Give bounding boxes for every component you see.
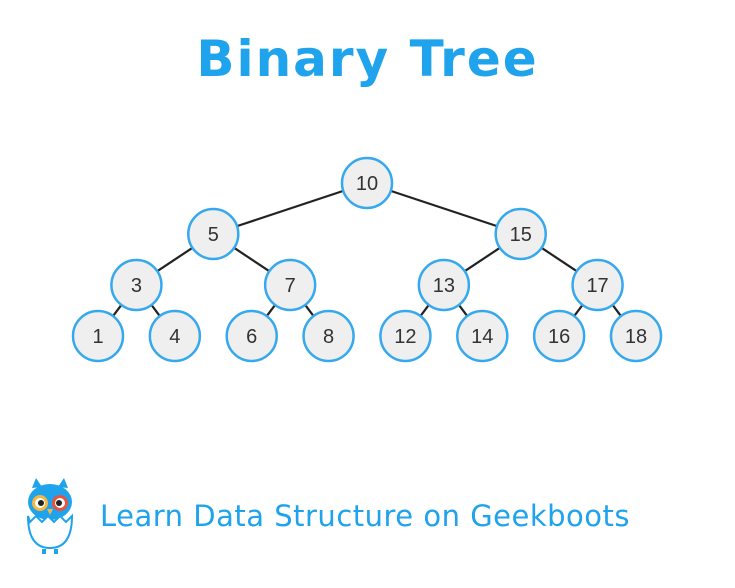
tree-node-label: 12 bbox=[394, 326, 416, 348]
tree-node-1: 1 bbox=[71, 309, 125, 363]
tree-edge-5-7 bbox=[233, 246, 270, 273]
tree-edge-15-13 bbox=[464, 246, 501, 273]
tree-node-label: 3 bbox=[131, 275, 142, 297]
tree-node-13: 13 bbox=[417, 258, 471, 312]
tree-edge-17-18 bbox=[611, 304, 622, 317]
tree-node-16: 16 bbox=[532, 309, 586, 363]
tree-edges bbox=[112, 189, 622, 317]
tree-node-5: 5 bbox=[187, 207, 240, 261]
tree-edge-7-6 bbox=[265, 304, 276, 317]
tree-node-label: 15 bbox=[510, 224, 532, 246]
tree-edge-13-14 bbox=[458, 304, 469, 317]
tree-edge-7-8 bbox=[304, 304, 315, 317]
tree-node-circle bbox=[187, 207, 240, 261]
tree-node-10: 10 bbox=[340, 156, 394, 210]
tree-node-label: 7 bbox=[285, 275, 296, 297]
tree-node-circle bbox=[225, 309, 278, 363]
tree-node-label: 5 bbox=[208, 224, 219, 246]
tree-node-12: 12 bbox=[379, 309, 432, 363]
tree-edge-5-3 bbox=[156, 246, 194, 273]
tree-node-label: 17 bbox=[586, 275, 608, 297]
tree-node-circle bbox=[302, 309, 355, 363]
tree-node-circle bbox=[148, 309, 202, 363]
page-title: Binary Tree bbox=[196, 30, 539, 88]
tree-node-3: 3 bbox=[110, 258, 163, 312]
tree-node-circle bbox=[110, 258, 163, 312]
tree-edge-10-15 bbox=[390, 189, 498, 228]
tree-edge-3-1 bbox=[112, 304, 123, 317]
tree-node-18: 18 bbox=[609, 309, 663, 363]
tree-node-circle bbox=[379, 309, 432, 363]
tree-node-circle bbox=[417, 258, 471, 312]
tree-edge-17-16 bbox=[573, 304, 584, 317]
tree-node-label: 18 bbox=[625, 326, 647, 348]
tree-node-4: 4 bbox=[148, 309, 202, 363]
tree-node-circle bbox=[263, 258, 317, 312]
tree-edge-10-5 bbox=[236, 189, 344, 228]
tree-node-15: 15 bbox=[494, 207, 547, 261]
footer: Learn Data Structure on Geekboots bbox=[20, 476, 630, 556]
tree-node-circle bbox=[71, 309, 125, 363]
tree-node-circle bbox=[609, 309, 663, 363]
tree-node-label: 1 bbox=[92, 326, 103, 348]
tree-node-8: 8 bbox=[302, 309, 355, 363]
owl-logo-icon bbox=[27, 478, 74, 554]
tree-node-17: 17 bbox=[571, 258, 624, 312]
tree-node-label: 14 bbox=[471, 326, 493, 348]
tree-edge-3-4 bbox=[150, 304, 161, 317]
tree-edge-13-12 bbox=[419, 304, 430, 317]
tree-node-label: 16 bbox=[548, 326, 570, 348]
tree-node-label: 4 bbox=[169, 326, 180, 348]
tree-node-circle bbox=[571, 258, 624, 312]
tree-node-label: 8 bbox=[323, 326, 334, 348]
tree-node-circle bbox=[532, 309, 586, 363]
tree-node-circle bbox=[494, 207, 547, 261]
tree-node-7: 7 bbox=[263, 258, 317, 312]
tree-node-14: 14 bbox=[456, 309, 509, 363]
tree-edge-15-17 bbox=[540, 246, 578, 273]
tree-node-label: 6 bbox=[246, 326, 257, 348]
tree-node-label: 13 bbox=[433, 275, 455, 297]
tree-node-circle bbox=[340, 156, 394, 210]
tree-node-6: 6 bbox=[225, 309, 278, 363]
tree-node-label: 10 bbox=[356, 173, 378, 195]
tree-node-circle bbox=[456, 309, 509, 363]
footer-tagline: Learn Data Structure on Geekboots bbox=[100, 499, 631, 533]
